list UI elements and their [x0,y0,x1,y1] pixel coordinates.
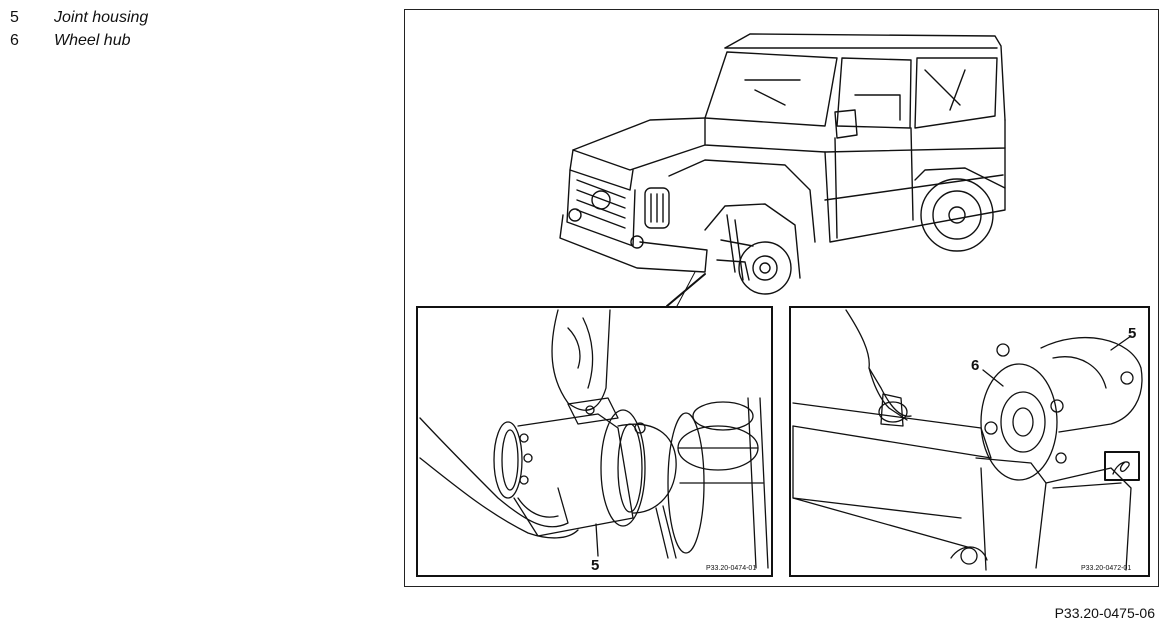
wheel-hub-drawing: 6 5 P33.20-0472-01 [792,309,1143,572]
legend-item: 6 Wheel hub [10,29,148,52]
legend-label: Joint housing [54,9,149,26]
legend-item: 5 Joint housing [10,6,148,29]
inset-code: P33.20-0474-01 [706,565,756,572]
inset-joint-housing: 5 P33.20-0474-01 [416,306,773,577]
figure-code: P33.20-0475-06 [1054,605,1155,621]
legend: 5 Joint housing 6 Wheel hub [10,6,148,52]
callout-5: 5 [591,557,599,574]
callout-6: 6 [971,357,979,374]
illustration-frame: 5 P33.20-0474-01 [404,9,1159,587]
joint-housing-drawing: 5 P33.20-0474-01 [419,309,769,574]
legend-label: Wheel hub [54,32,131,49]
callout-5: 5 [1128,325,1136,342]
inset-wheel-hub: 6 5 P33.20-0472-01 [789,306,1150,577]
legend-number: 5 [10,9,19,26]
vehicle-illustration [559,33,1006,307]
inset-code: P33.20-0472-01 [1081,565,1131,572]
legend-number: 6 [10,32,19,49]
